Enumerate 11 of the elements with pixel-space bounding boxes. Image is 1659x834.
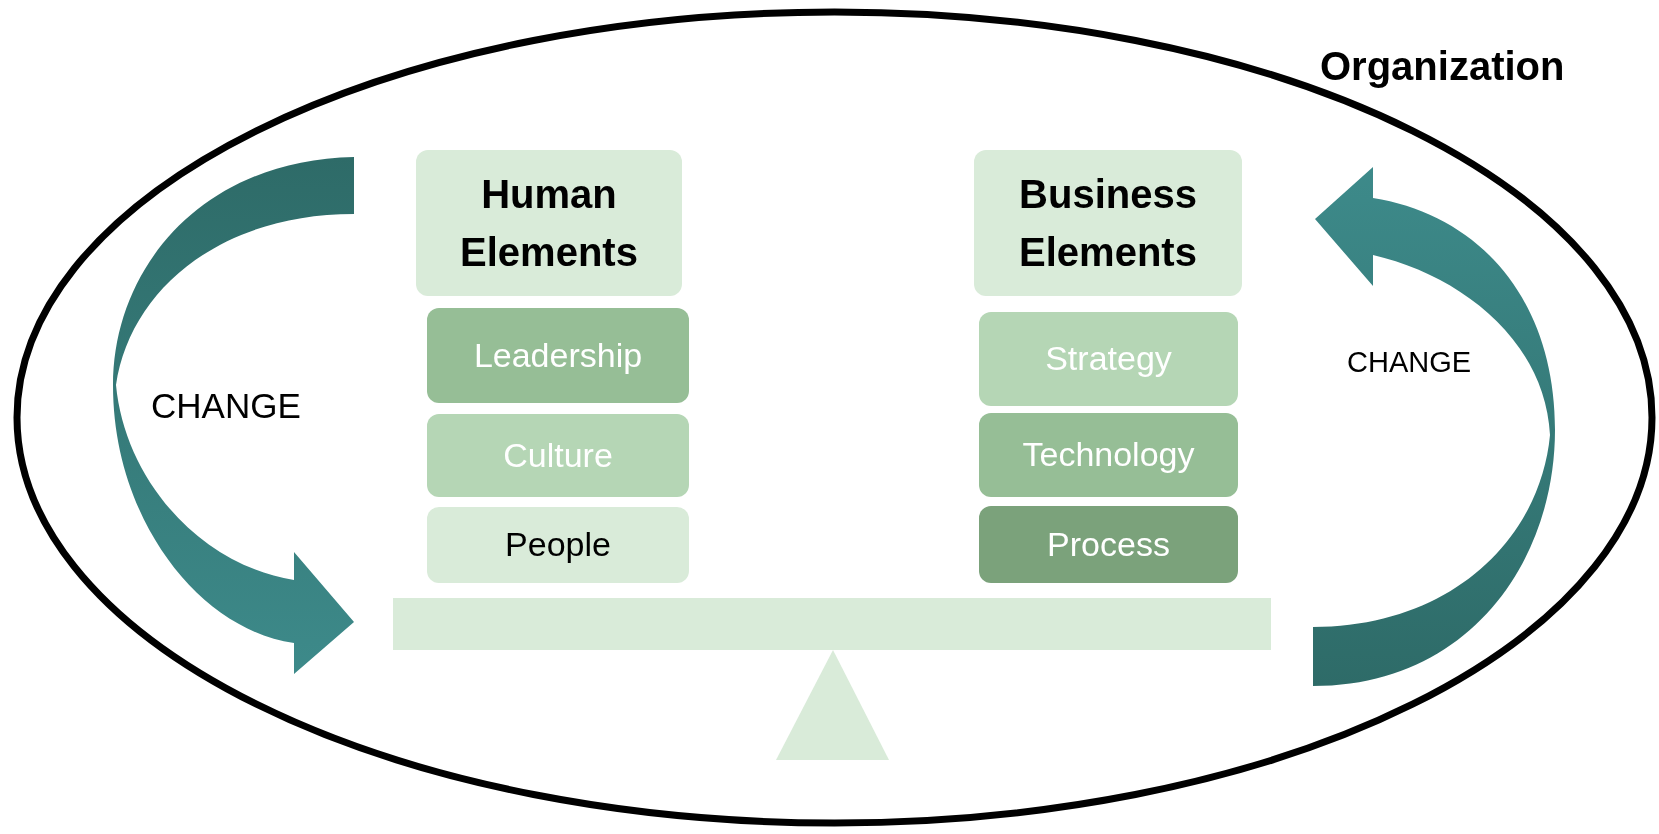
element-block: Strategy — [979, 312, 1238, 406]
category-header: Business Elements — [974, 150, 1242, 296]
heading: Organization — [1320, 44, 1565, 89]
element-block: Technology — [979, 413, 1238, 497]
element-block: Culture — [427, 414, 689, 497]
element-block: People — [427, 507, 689, 583]
arrow-label: CHANGE — [1347, 346, 1472, 379]
arrow-label: CHANGE — [151, 386, 301, 426]
element-block: Leadership — [427, 308, 689, 403]
category-header: Human Elements — [416, 150, 682, 296]
element-block: Process — [979, 506, 1238, 583]
